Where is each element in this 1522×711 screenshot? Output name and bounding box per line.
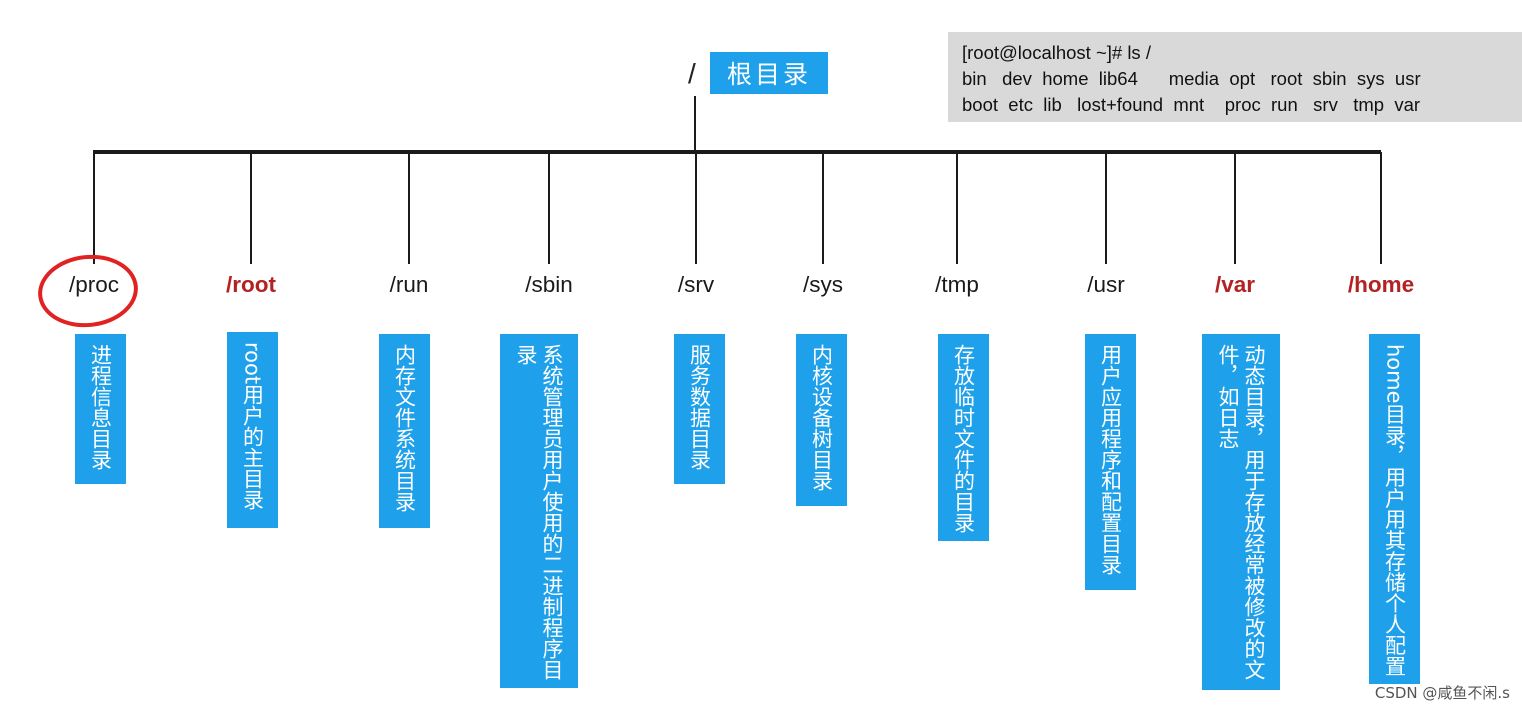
terminal-output: [root@localhost ~]# ls / bin dev home li…: [948, 32, 1522, 122]
directory-description-sbin: 系统管理员用户使用的二进制程序目录: [500, 334, 578, 688]
directory-description-root: root用户的主目录: [227, 332, 278, 528]
directory-label-usr: /usr: [1087, 272, 1125, 297]
tree-horizontal-line: [93, 150, 1381, 154]
directory-label-proc: /proc: [68, 272, 120, 297]
directory-description-srv: 服务数据目录: [674, 334, 725, 484]
tree-branch-run: [408, 152, 410, 264]
directory-description-proc: 进程信息目录: [75, 334, 126, 484]
terminal-listing-line-1: bin dev home lib64 media opt root sbin s…: [962, 68, 1421, 89]
tree-branch-root: [250, 152, 252, 264]
directory-description-run: 内存文件系统目录: [379, 334, 430, 528]
directory-label-sys: /sys: [802, 272, 843, 297]
proc-highlight-circle: [34, 249, 142, 333]
tree-branch-srv: [695, 152, 697, 264]
directory-label-tmp: /tmp: [935, 272, 979, 297]
tree-branch-sbin: [548, 152, 550, 264]
directory-label-sbin: /sbin: [525, 272, 573, 297]
directory-label-root: /root: [226, 272, 276, 297]
directory-description-usr: 用户应用程序和配置目录: [1085, 334, 1136, 590]
tree-branch-sys: [822, 152, 824, 264]
tree-branch-proc: [93, 152, 95, 264]
directory-label-var: /var: [1214, 272, 1256, 297]
directory-description-home: home目录，用户用其存储个人配置: [1369, 334, 1420, 684]
tree-branch-usr: [1105, 152, 1107, 264]
directory-description-sys: 内核设备树目录: [796, 334, 847, 506]
directory-label-srv: /srv: [677, 272, 715, 297]
tree-root-stem: [694, 96, 696, 152]
watermark: CSDN @咸鱼不闲.s: [1374, 684, 1510, 702]
tree-branch-home: [1380, 152, 1382, 264]
terminal-command-line: [root@localhost ~]# ls /: [962, 42, 1151, 63]
directory-description-tmp: 存放临时文件的目录: [938, 334, 989, 541]
tree-branch-tmp: [956, 152, 958, 264]
terminal-listing-line-2: boot etc lib lost+found mnt proc run srv…: [962, 94, 1421, 115]
directory-description-var: 动态目录，用于存放经常被修改的文件，如日志: [1202, 334, 1280, 690]
directory-label-run: /run: [389, 272, 429, 297]
root-slash: /: [688, 58, 696, 89]
root-directory-badge: 根目录: [710, 52, 828, 94]
tree-branch-var: [1234, 152, 1236, 264]
directory-label-home: /home: [1347, 272, 1415, 297]
